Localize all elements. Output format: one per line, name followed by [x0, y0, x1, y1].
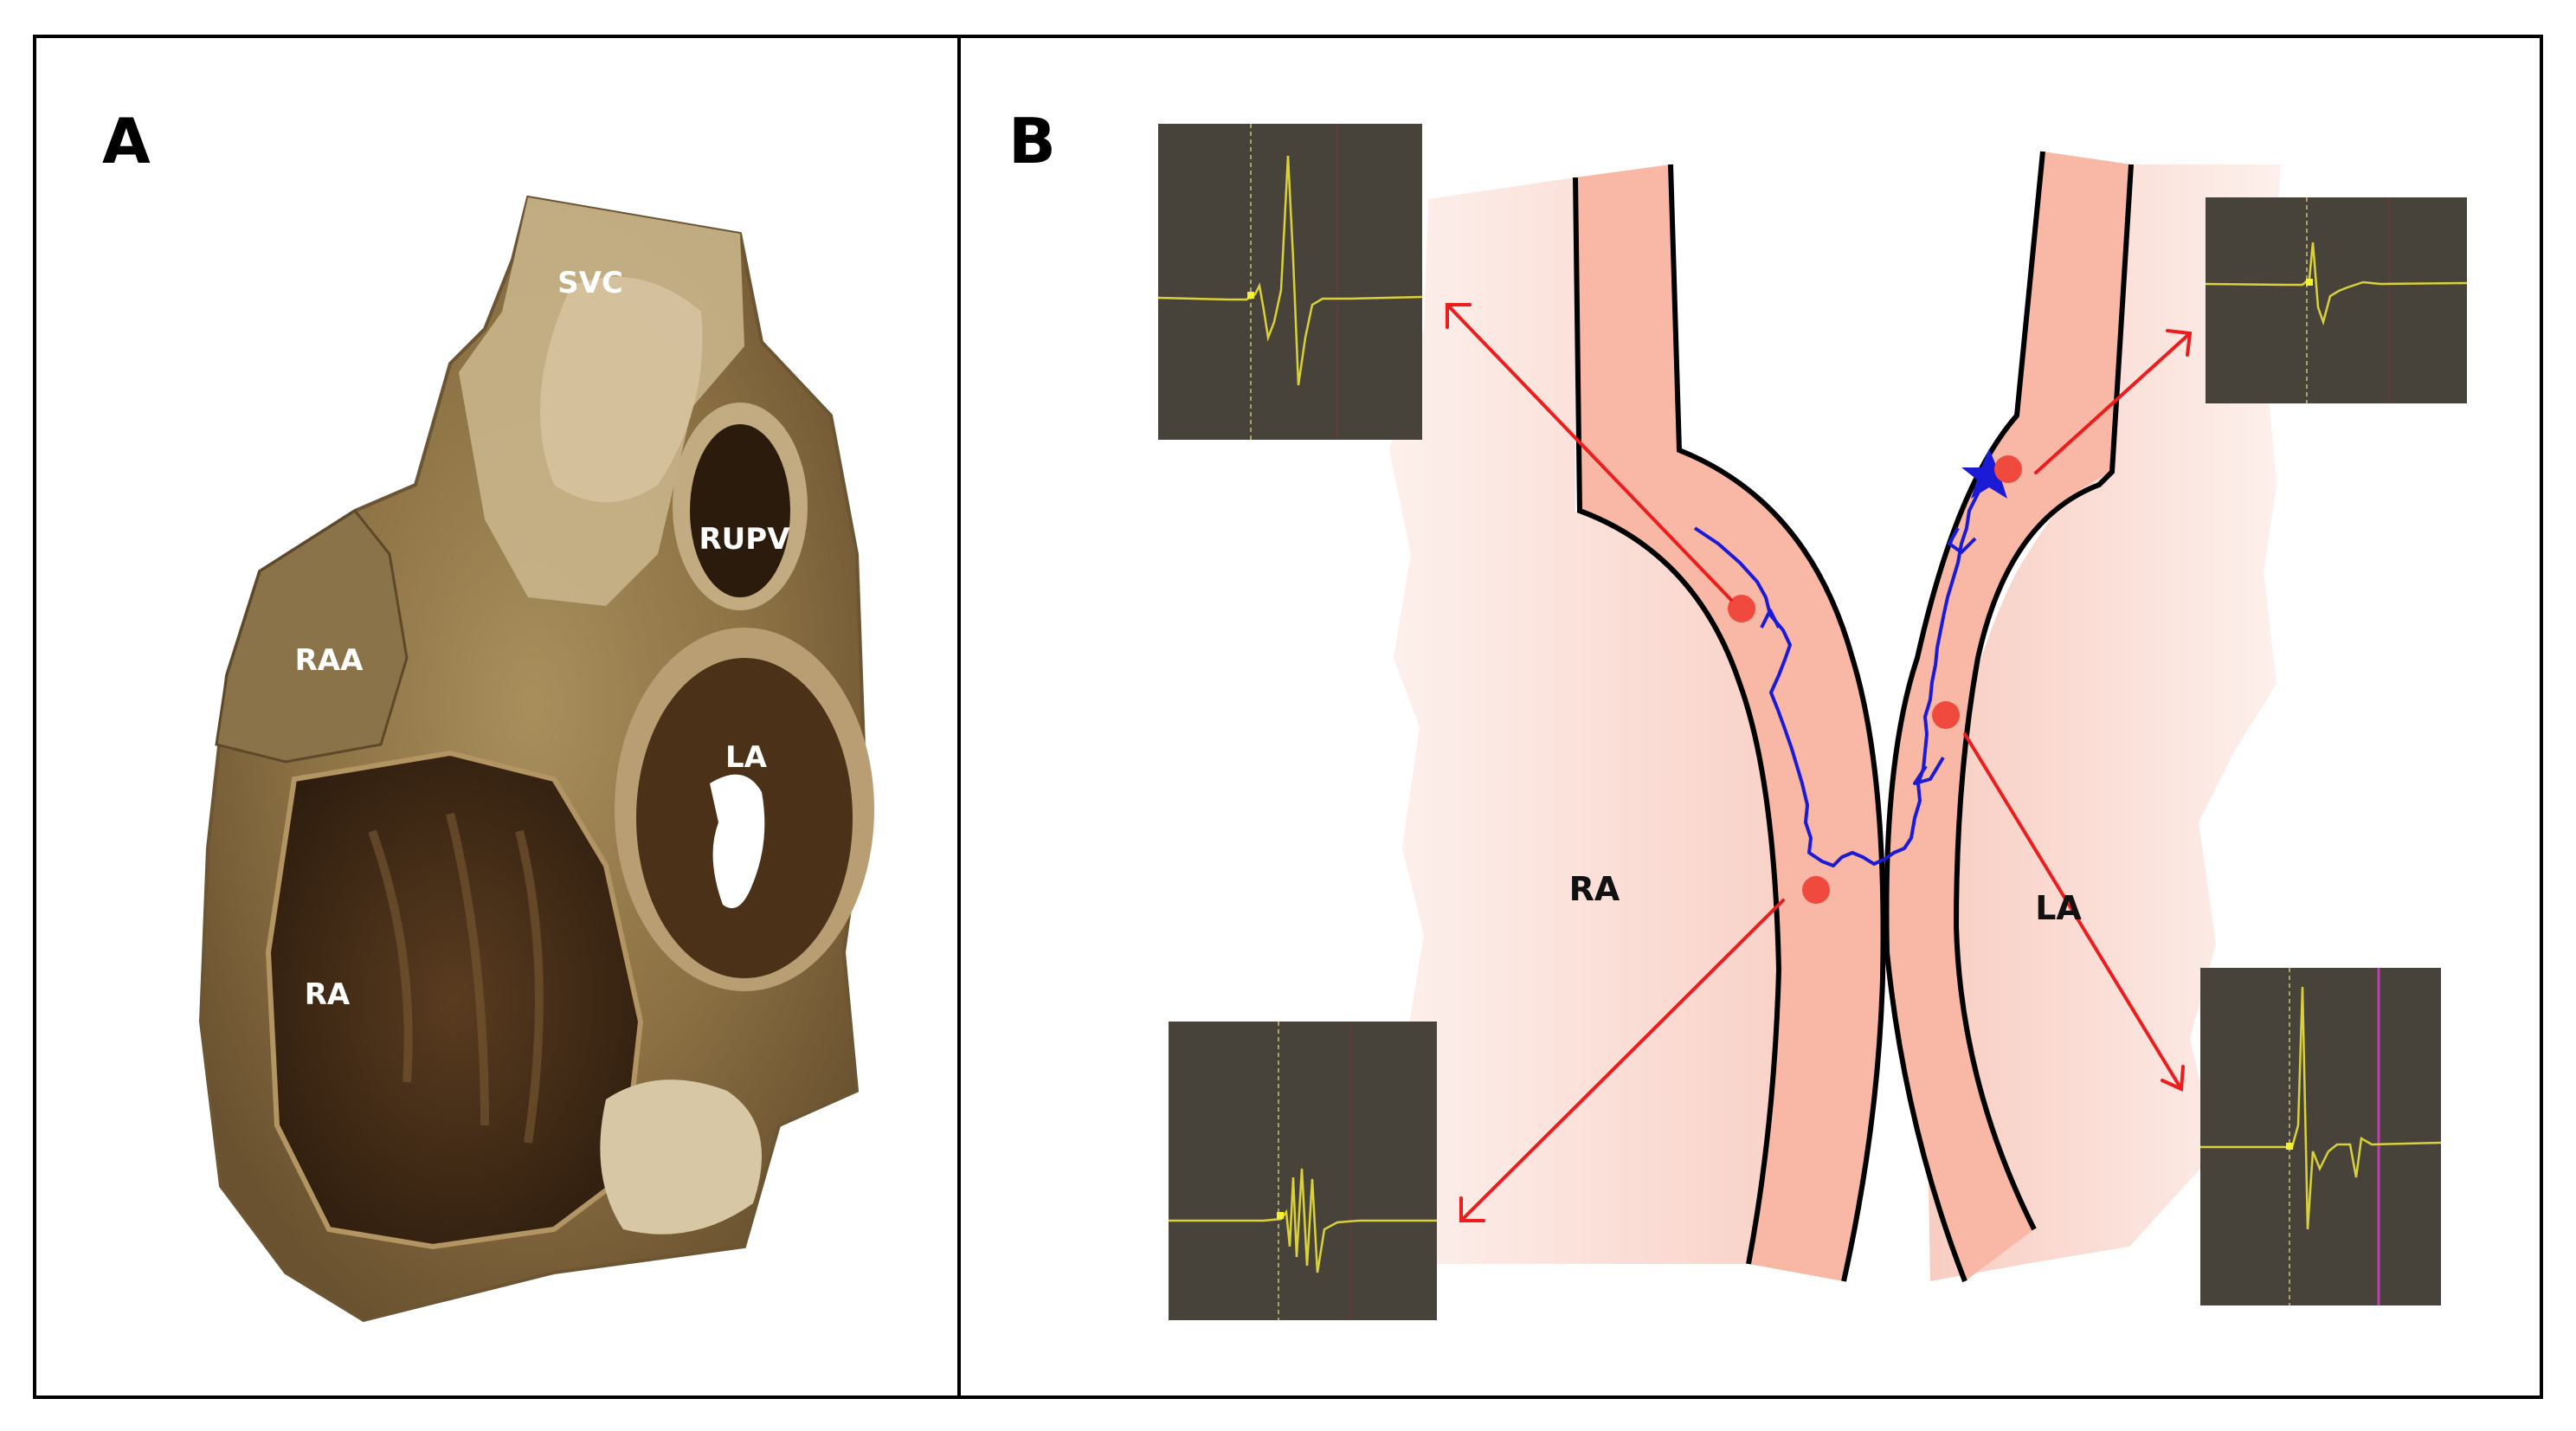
- ra-label-photo: RA: [305, 977, 351, 1012]
- ra-wall-tissue: [1575, 164, 1884, 1281]
- svc-label: SVC: [557, 266, 623, 300]
- ra-chamber: [1389, 177, 1848, 1264]
- egm-inset-top-left: [1157, 124, 1423, 440]
- egm-arrows: [1446, 303, 2193, 1222]
- heart-specimen-image: [198, 195, 874, 1323]
- egm-inset-bottom-left: [1169, 1022, 1437, 1320]
- la-label-diagram: LA: [2035, 889, 2082, 927]
- egm-inset-bottom-right: [2200, 968, 2442, 1305]
- ra-label-diagram: RA: [1569, 870, 1620, 908]
- panel-b-frame: [957, 35, 2543, 1399]
- star-icon: [1961, 448, 2017, 499]
- egm-inset-top-right: [2205, 197, 2468, 403]
- panel-b: B: [1008, 105, 2468, 1320]
- recording-site-ra-upper: [1728, 595, 1755, 622]
- activation-path: [1693, 462, 1991, 867]
- recording-site-la-lower: [1932, 701, 1960, 729]
- recording-site-ra-lower: [1802, 876, 1830, 904]
- la-label-photo: LA: [725, 740, 768, 775]
- recording-site-la-upper: [1994, 455, 2022, 483]
- panel-a-letter: A: [102, 105, 151, 177]
- panel-a: A SVC RUPV RAA LA RA: [102, 105, 874, 1323]
- la-wall-tissue: [1886, 151, 2131, 1281]
- rupv-label: RUPV: [699, 522, 790, 557]
- panel-b-letter: B: [1008, 105, 1056, 177]
- raa-label: RAA: [295, 643, 364, 678]
- la-chamber: [1926, 164, 2281, 1281]
- wall-outlines: [1573, 151, 2134, 1283]
